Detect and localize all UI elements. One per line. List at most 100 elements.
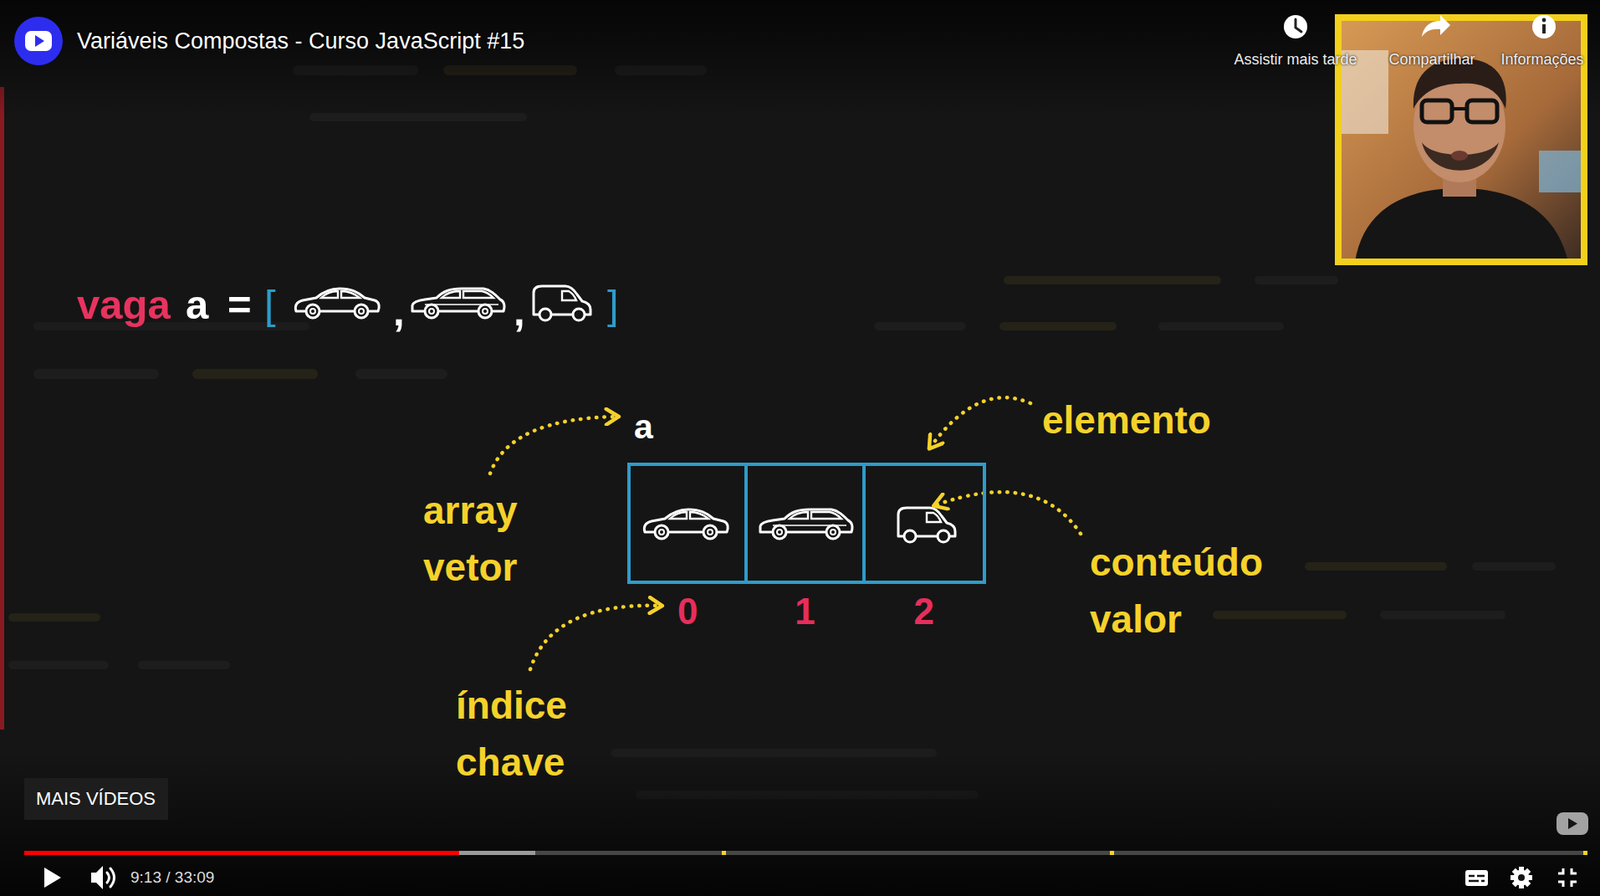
video-title: Variáveis Compostas - Curso JavaScript #… [76, 27, 525, 55]
mouth [1451, 150, 1468, 161]
share-icon [1421, 15, 1451, 37]
code-operator: = [227, 280, 252, 330]
array-box: a012 [627, 462, 987, 584]
sound-waves [107, 868, 115, 887]
beard [1421, 142, 1499, 171]
concept-label: índice chave [455, 676, 568, 791]
blurred-code-line [33, 368, 159, 379]
blurred-code-line [1212, 610, 1347, 619]
chapter-marker [721, 850, 726, 855]
blurred-code-line [1254, 276, 1339, 285]
blurred-code-line [1158, 322, 1284, 331]
blurred-code-line [999, 322, 1117, 331]
leader-arrows [490, 397, 1081, 670]
car-icon [412, 288, 505, 318]
car-icon [533, 286, 591, 321]
blurred-code-line [874, 322, 967, 331]
chapter-marker [1109, 850, 1115, 855]
blurred-code-line [8, 660, 109, 670]
concept-label: elemento [1042, 397, 1212, 444]
code-keyword: vaga [76, 280, 171, 330]
watermark-icon [1556, 812, 1589, 835]
clock-hands [1295, 19, 1302, 32]
concept-label: conteúdo valor [1089, 533, 1263, 648]
time-display: 9:13 / 33:09 [130, 868, 215, 888]
subtitles-box [1465, 869, 1488, 886]
blurred-code-line [138, 660, 231, 670]
watermark-play [1568, 817, 1578, 829]
array-cell: 2 [865, 465, 983, 581]
settings-icon [1510, 866, 1533, 889]
logo [14, 16, 63, 66]
car-icon [760, 509, 853, 539]
edge-strip [0, 86, 5, 730]
blurred-code-line [8, 613, 101, 622]
leader-arrow [490, 416, 618, 474]
gear-hole [1518, 874, 1525, 881]
gear-tooth [1512, 868, 1532, 888]
more-videos-button: MAIS VÍDEOS [24, 777, 169, 820]
glasses [1451, 107, 1468, 111]
array-cell: 0 [630, 465, 748, 581]
webcam-background [1338, 17, 1585, 262]
code-bracket: [ [264, 280, 277, 330]
button-label: Assistir mais tarde [1233, 51, 1357, 70]
gear-tooth [1512, 868, 1532, 888]
subtitles-icon [1465, 869, 1488, 886]
progress-buffered [24, 850, 536, 855]
clock-icon [1283, 15, 1308, 39]
fullscreen-icon [1558, 868, 1577, 887]
code-variable: a [185, 280, 209, 330]
subtitles-lines [1468, 875, 1485, 881]
leader-arrow [530, 605, 661, 670]
code-comma: , [513, 286, 526, 337]
info-mark [1542, 18, 1547, 23]
logo-play [35, 35, 45, 47]
webcam-frame [1338, 17, 1585, 262]
code-bracket: ] [607, 280, 619, 330]
car-icon [644, 509, 728, 539]
channel-logo [14, 16, 63, 66]
array-name: a [633, 407, 654, 447]
blurred-code-line [192, 368, 318, 379]
watermark-box [1556, 812, 1589, 835]
progress-played [24, 850, 460, 855]
gear-body [1513, 869, 1530, 886]
array-cell: 1 [747, 465, 865, 581]
index-number: 2 [914, 590, 935, 634]
bottom-shade [0, 752, 1600, 896]
blurred-code-line [1472, 562, 1556, 571]
concept-label: array vetor [423, 481, 518, 596]
glasses [1421, 100, 1452, 123]
car-icon [295, 288, 379, 318]
shirt [1354, 188, 1569, 262]
logo-mark [25, 30, 52, 52]
index-number: 0 [677, 590, 698, 634]
info-circle [1532, 15, 1556, 39]
car-icon [898, 507, 956, 542]
button-label: Compartilhar [1388, 51, 1475, 70]
blurred-code-line [355, 368, 448, 379]
progress-bar [24, 850, 1588, 855]
monitor [1538, 150, 1585, 193]
blurred-code-line [1380, 610, 1506, 619]
clock-face [1283, 15, 1308, 39]
leader-arrow [935, 491, 1081, 534]
button-label: Informações [1500, 51, 1584, 70]
glasses [1467, 100, 1498, 123]
index-number: 1 [794, 590, 815, 634]
blurred-code-line [1003, 276, 1222, 285]
button-label: MAIS VÍDEOS [35, 787, 157, 809]
webcam-inset [1338, 17, 1585, 262]
speaker [91, 865, 103, 890]
play-icon [44, 867, 62, 888]
info-icon [1532, 15, 1556, 39]
chapter-marker [1583, 850, 1588, 855]
volume-icon [91, 865, 115, 890]
blurred-code [8, 65, 1556, 799]
code-comma: , [393, 286, 405, 337]
blurred-code-line [1304, 562, 1447, 571]
